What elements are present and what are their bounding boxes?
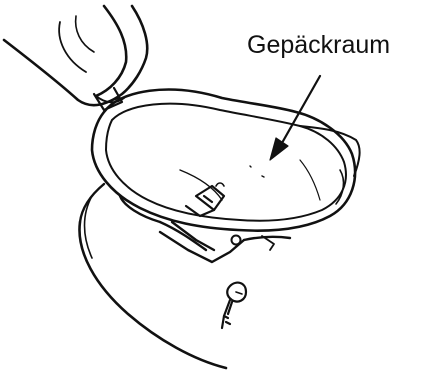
seat-latch (186, 183, 224, 216)
raised-seat (4, 6, 147, 105)
callout-label: Gepäckraum (247, 30, 390, 60)
scooter-body (79, 184, 290, 368)
key-icon (222, 283, 246, 328)
